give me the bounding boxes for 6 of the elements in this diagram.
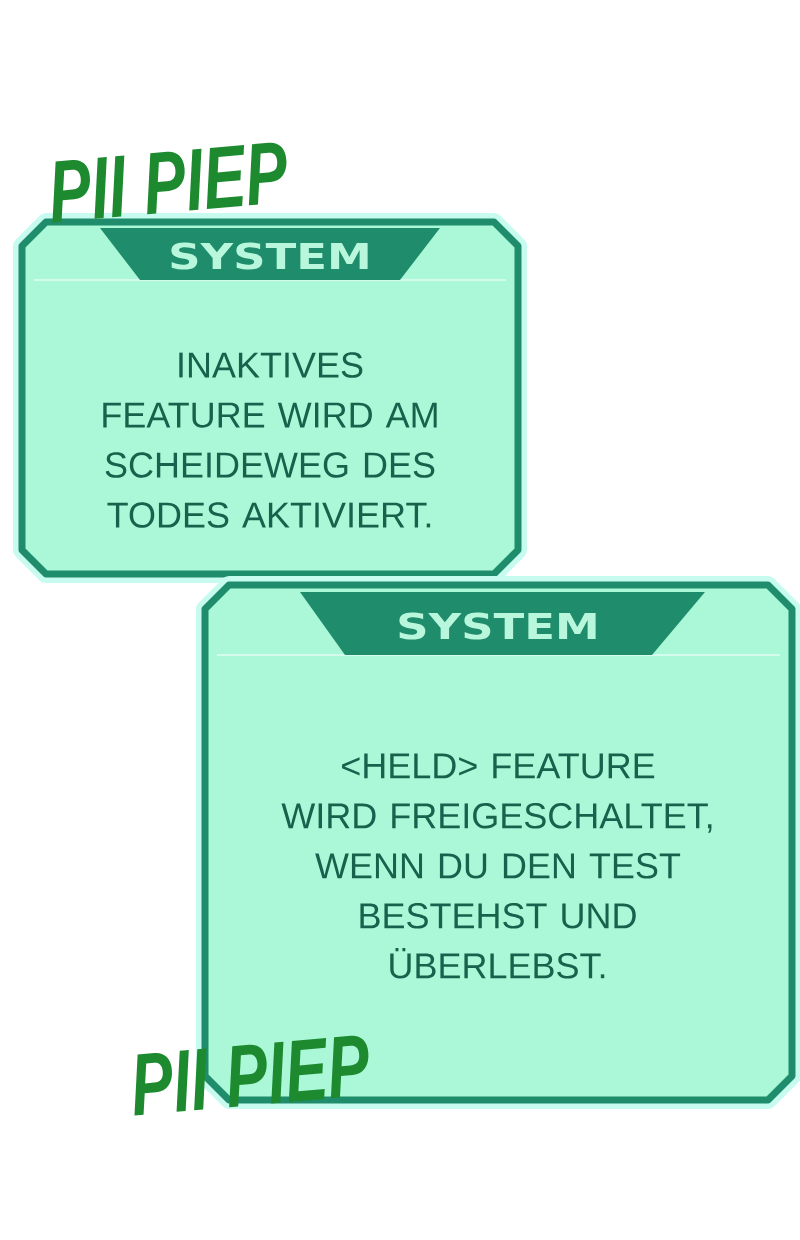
title-banner: SYSTEM [300, 592, 705, 655]
message-text: INAKTIVES FEATURE WIRD AM SCHEIDEWEG DES TODES AKTIVIERT. [103, 352, 437, 528]
sound-effect-text: PII PIEP [134, 1035, 369, 1116]
message-text: <HELD> FEATURE WIRD FREIGESCHALTET, WENN DU DEN TEST BESTEHST UND ÜBERLEBST. [281, 753, 712, 979]
sound-effect-text: PII PIEP [52, 142, 287, 223]
title-banner: SYSTEM [100, 228, 440, 280]
